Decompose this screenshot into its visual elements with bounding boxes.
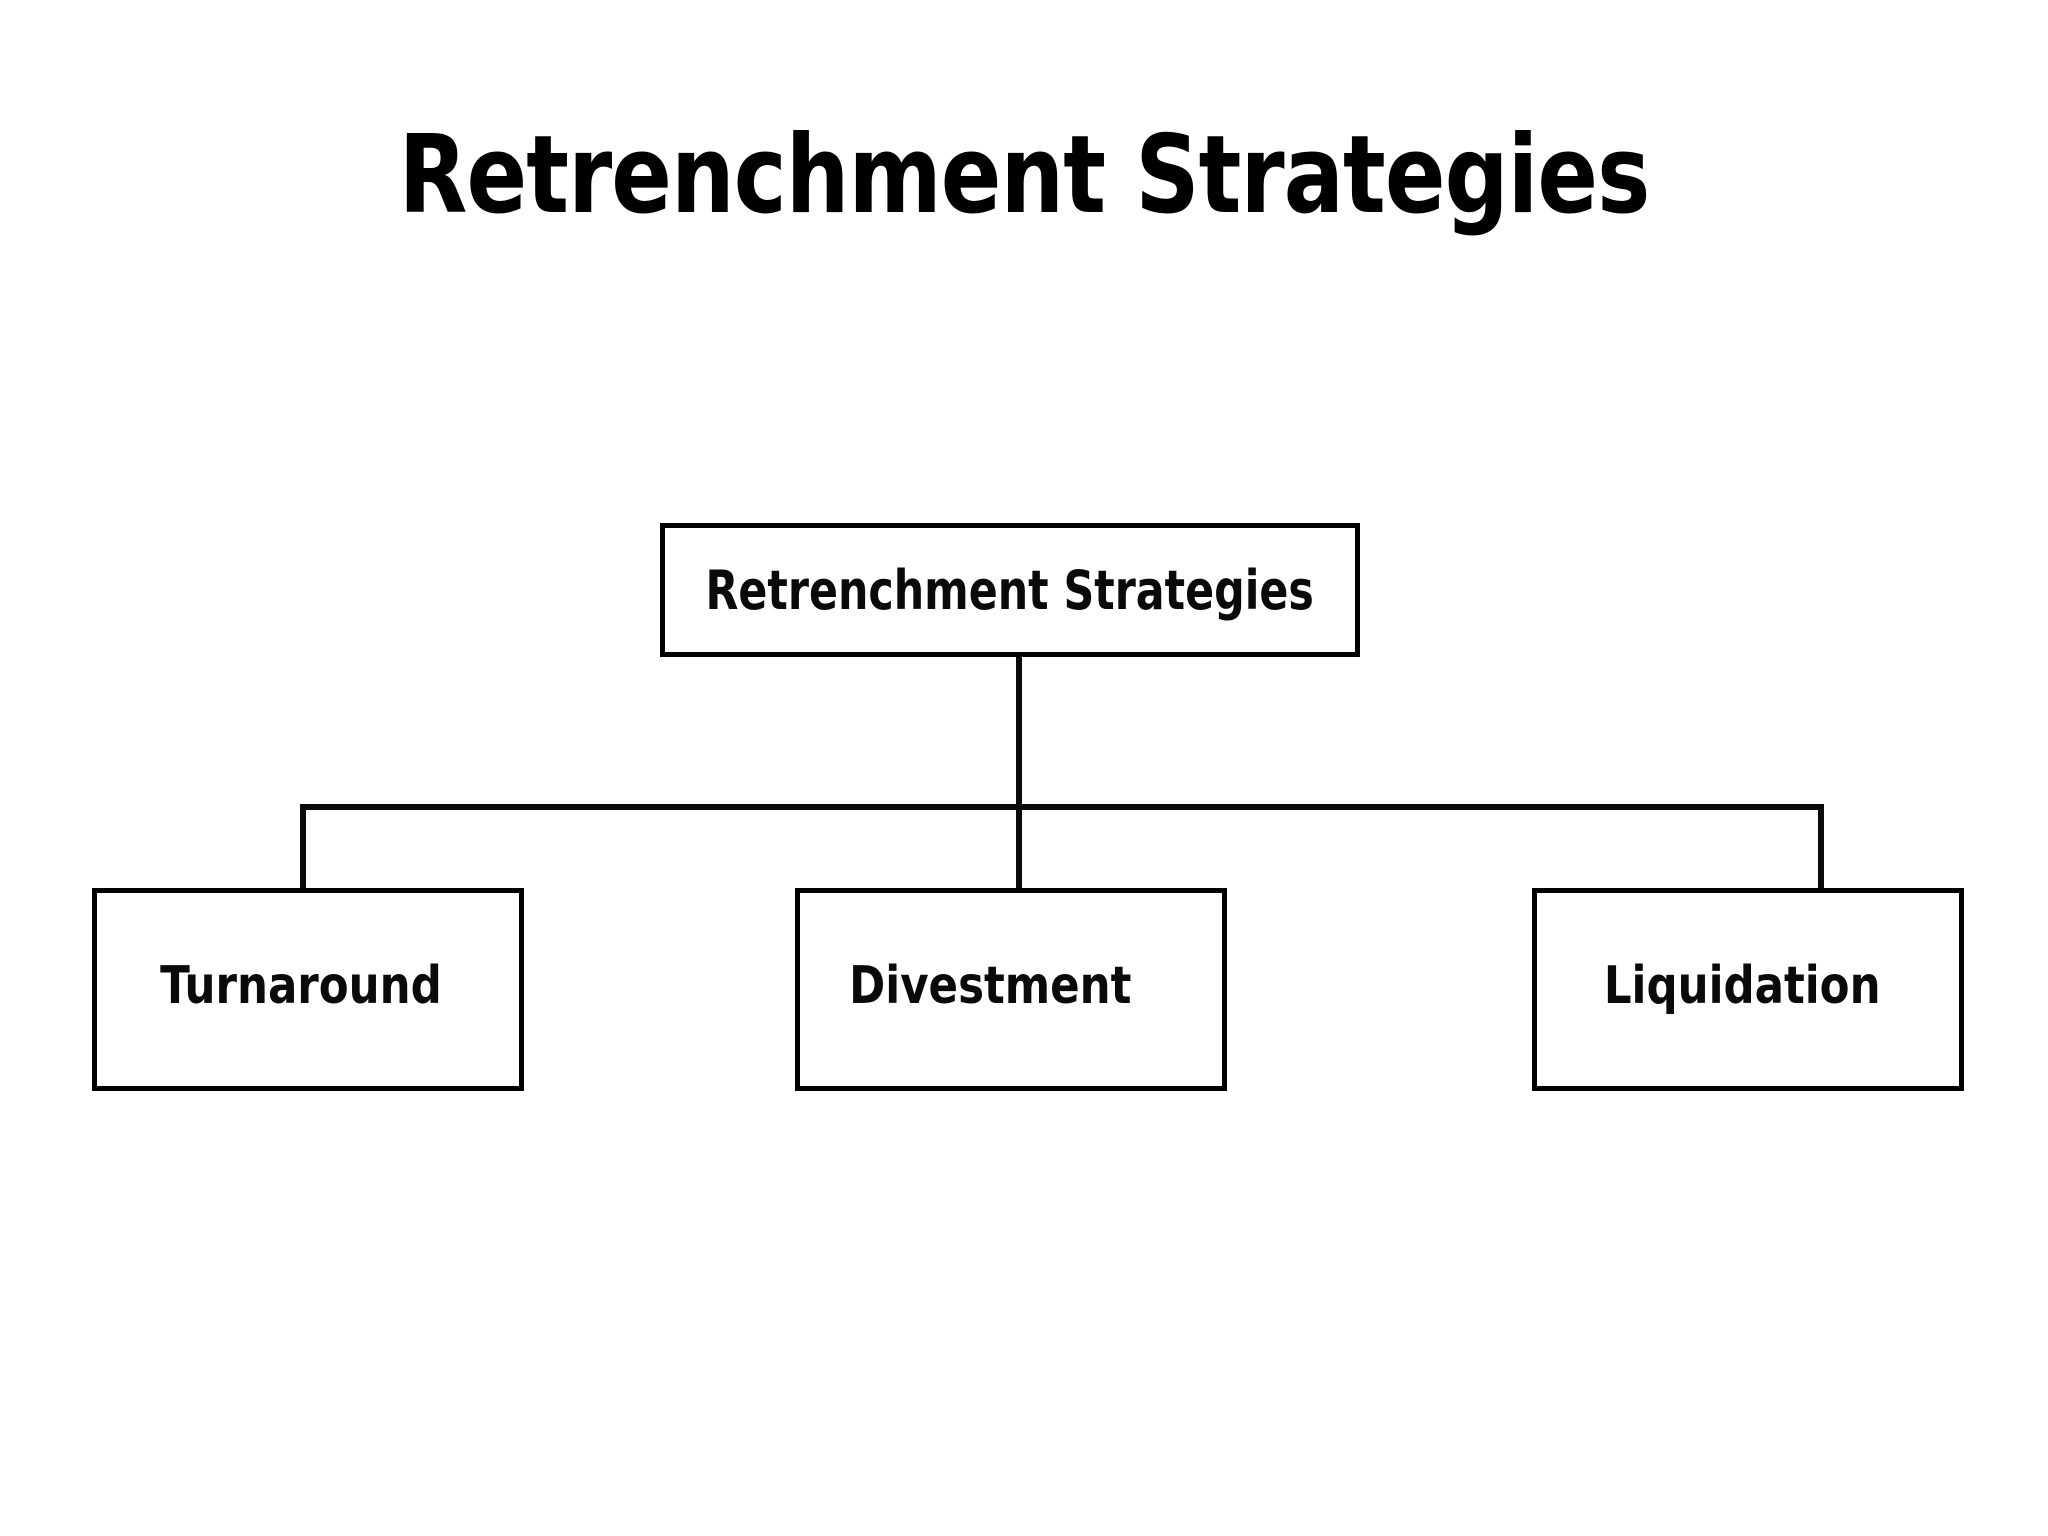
node-label-liquidation: Liquidation — [1604, 955, 1881, 1016]
node-liquidation[interactable]: Liquidation — [1532, 888, 1964, 1091]
node-label-divestment: Divestment — [849, 955, 1132, 1016]
node-label-turnaround: Turnaround — [159, 955, 442, 1016]
node-retrenchment-strategies[interactable]: Retrenchment Strategies — [660, 523, 1360, 657]
node-label-retrenchment-strategies: Retrenchment Strategies — [705, 558, 1315, 622]
node-divestment[interactable]: Divestment — [795, 888, 1227, 1091]
connector-root-stem — [1016, 655, 1022, 889]
connector-horizontal-bus — [300, 804, 1824, 810]
node-turnaround[interactable]: Turnaround — [92, 888, 524, 1091]
connector-drop-liquidation — [1818, 804, 1824, 890]
connector-drop-turnaround — [300, 804, 306, 890]
page-title: Retrenchment Strategies — [398, 113, 1651, 238]
